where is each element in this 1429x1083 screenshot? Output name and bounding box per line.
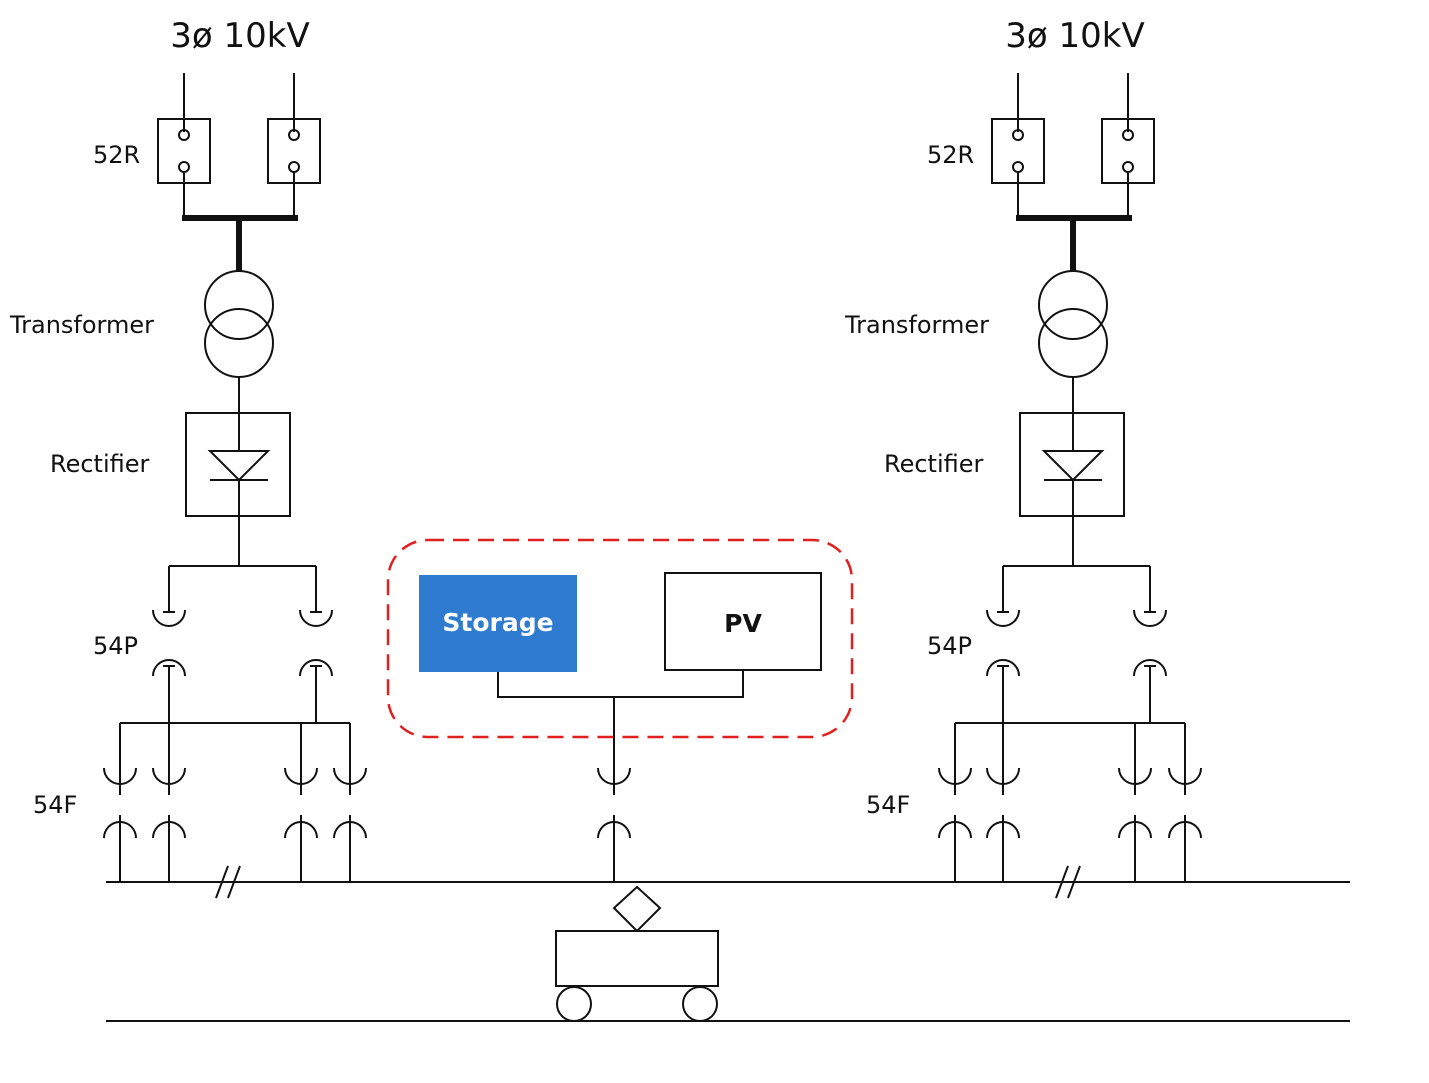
switch-54f [284, 723, 318, 882]
breaker-label: 52R [93, 141, 140, 169]
breaker-52r [991, 118, 1045, 218]
breaker-52r [267, 118, 321, 218]
rectifier-symbol [1019, 412, 1125, 517]
switch-54p [152, 566, 186, 723]
breaker-52r [157, 118, 211, 218]
train-vehicle [555, 885, 719, 1022]
switch-54f-label: 54F [866, 791, 910, 819]
switch-54f [103, 723, 137, 882]
left-substation: 3ø 10kV 52R Transformer [9, 16, 367, 882]
switch-54p-label: 54P [93, 632, 138, 660]
rectifier-label: Rectifier [50, 450, 150, 478]
breaker-52r [1101, 118, 1155, 218]
switch-54p [986, 566, 1020, 723]
rectifier-label: Rectifier [884, 450, 984, 478]
energy-system-boundary [386, 538, 854, 739]
switch-54p-label: 54P [927, 632, 972, 660]
storage-label: Storage [442, 608, 553, 637]
switch-54f [1168, 723, 1202, 882]
switch-54f [938, 723, 972, 882]
switch-54f-label: 54F [33, 791, 77, 819]
switch-54f [597, 767, 631, 882]
wheel-icon [682, 986, 718, 1022]
energy-system-link [497, 670, 744, 698]
breaker-label: 52R [927, 141, 974, 169]
pv-label: PV [724, 609, 762, 638]
switch-54f [333, 723, 367, 882]
supply-label: 3ø 10kV [1005, 16, 1144, 56]
right-substation: 3ø 10kV 52R Transformer [844, 16, 1202, 882]
switch-54f [152, 723, 186, 882]
train-body [555, 930, 719, 987]
switch-54p [1133, 566, 1167, 723]
transformer-symbol [1038, 270, 1108, 413]
transformer-label: Transformer [844, 311, 989, 339]
rectifier-symbol [185, 412, 291, 517]
storage-box [419, 575, 577, 672]
transformer-label: Transformer [9, 311, 154, 339]
energy-system: Storage PV [386, 538, 854, 882]
wheel-icon [556, 986, 592, 1022]
supply-label: 3ø 10kV [170, 16, 309, 56]
pantograph-icon [612, 885, 662, 933]
switch-54p [299, 566, 333, 723]
switch-54f [1118, 723, 1152, 882]
transformer-symbol [204, 270, 274, 413]
catenary-line [106, 865, 1350, 899]
switch-54f [986, 723, 1020, 882]
